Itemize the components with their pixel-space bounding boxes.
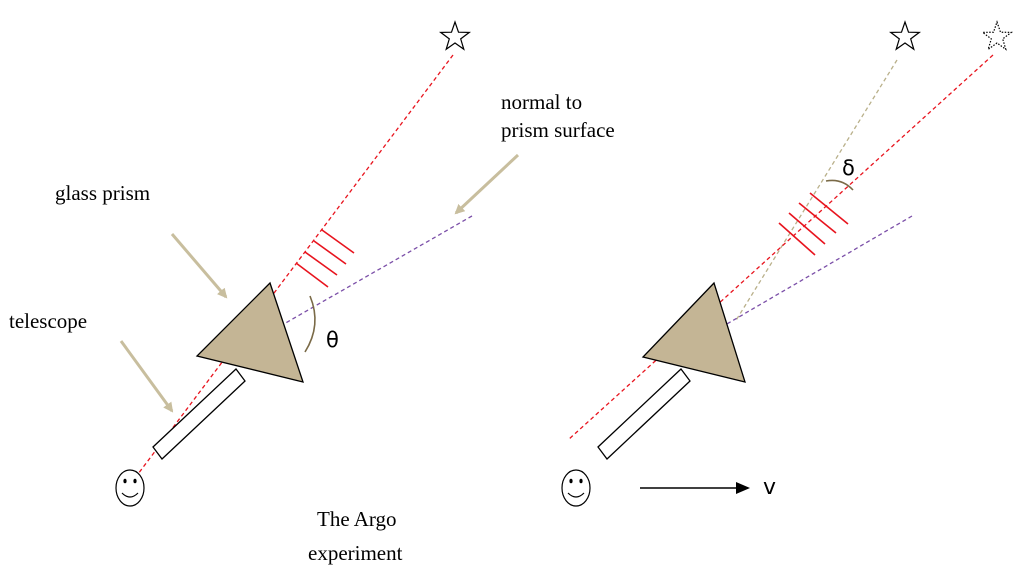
theta-label: θ (326, 328, 339, 352)
light-ray (134, 54, 454, 479)
wavefronts (295, 229, 355, 288)
glass-prism-right (641, 281, 746, 383)
dotted-star-icon (980, 20, 1014, 51)
right-diagram (561, 20, 1014, 507)
wavefronts-right (778, 192, 849, 256)
telescope (152, 368, 246, 460)
star-icon (888, 20, 922, 51)
smiley-face-icon (561, 469, 591, 507)
apparent-ray (734, 59, 898, 323)
normal-label-line1: normal to (501, 90, 582, 114)
velocity-label: v (763, 475, 776, 500)
telescope-pointer-arrow (119, 340, 174, 413)
telescope-right (597, 368, 691, 460)
theta-arc (304, 295, 316, 353)
glass-prism (195, 281, 304, 383)
telescope-label: telescope (9, 309, 87, 333)
delta-arc (825, 179, 854, 191)
smiley-face-icon (115, 469, 145, 507)
left-diagram (115, 20, 520, 507)
aberrated-light-ray (567, 54, 994, 441)
normal-pointer-arrow (454, 153, 520, 215)
delta-label: δ (842, 156, 855, 180)
prism-pointer-arrow (170, 233, 228, 299)
caption-line1: The Argo (317, 507, 397, 531)
caption-line2: experiment (308, 541, 403, 565)
normal-label-line2: prism surface (501, 118, 615, 142)
star-icon (438, 20, 472, 51)
glass-prism-label: glass prism (55, 181, 150, 205)
